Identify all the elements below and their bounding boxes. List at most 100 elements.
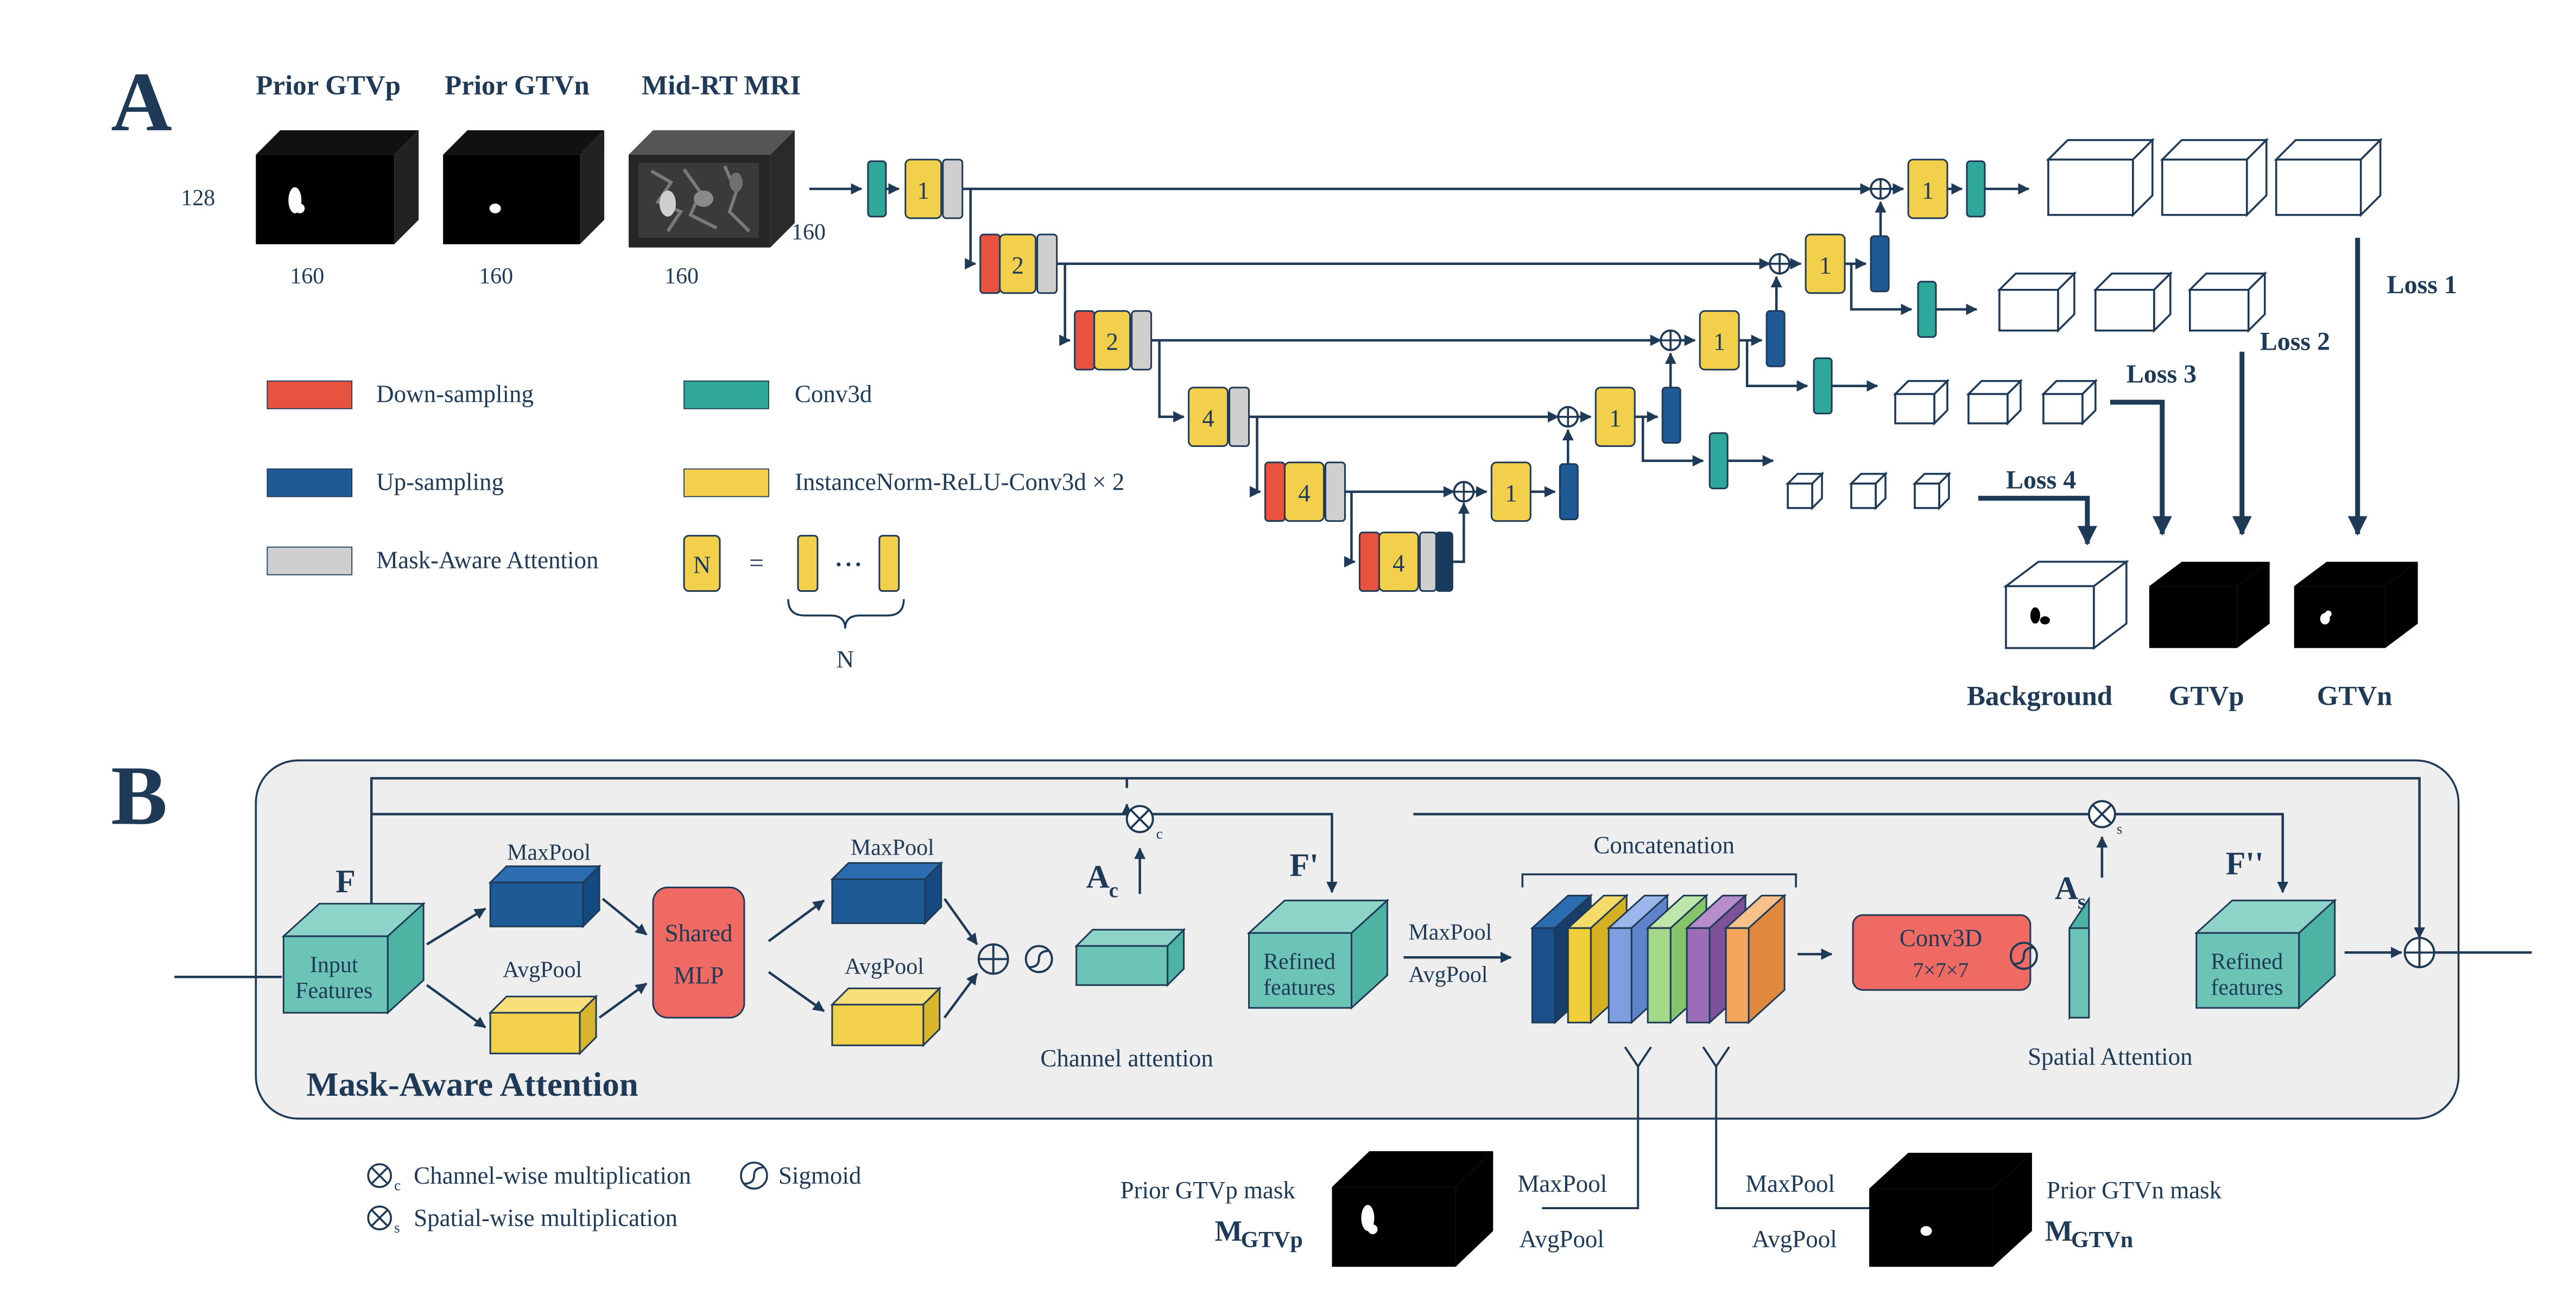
legend-upsampling-swatch [267, 468, 353, 497]
background-volume [2003, 559, 2130, 650]
enc4-attention [1229, 387, 1250, 447]
legend-attention: Mask-Aware Attention [376, 547, 598, 574]
gtvp-label: GTVp [2169, 681, 2244, 711]
dec5-label: 1 [1505, 480, 1517, 507]
enc3-downsample [1074, 310, 1096, 371]
avgpool-cube-2 [830, 986, 942, 1047]
f-label: F [336, 863, 356, 899]
ac-label: A [1086, 858, 1110, 894]
legend-conv3d: Conv3d [795, 381, 872, 408]
mid-rt-mri-volume [629, 130, 795, 248]
spatial-mult-subscript: s [2117, 820, 2123, 837]
maxpool-label-gtvp: MaxPool [1517, 1170, 1607, 1197]
out2-conv3d [1917, 281, 1937, 338]
legend-downsampling: Down-sampling [376, 381, 534, 408]
gtvn-mask-connector [1702, 1046, 1870, 1210]
conv3d-block [867, 160, 887, 218]
enc2-downsample [979, 233, 1001, 294]
bottleneck-downsample [1358, 532, 1380, 592]
channel-attention-cube [1074, 927, 1186, 987]
output-cubes-level2 [1997, 271, 2268, 333]
legend-sigmoid: Sigmoid [779, 1162, 861, 1189]
avgpool-label-gtvp: AvgPool [1519, 1225, 1604, 1253]
enc2-block [999, 233, 1037, 294]
legend-conv3d-swatch [683, 380, 769, 409]
skip-connections [962, 183, 1872, 498]
prior-gtvp-mask-volume [1332, 1151, 1493, 1267]
legend-s-subscript: s [394, 1220, 400, 1236]
m-gtvn-label: M [2045, 1215, 2073, 1247]
sigmoid-icon [1024, 945, 1053, 974]
f-double-prime-label: F'' [2226, 845, 2264, 881]
legend-channel-mult: Channel-wise multiplication [414, 1162, 691, 1189]
legend-c-subscript: c [394, 1177, 401, 1193]
bottleneck-upsample [1435, 532, 1453, 592]
prior-gtvn-title: Prior GTVn [445, 71, 590, 101]
refined-features-cube-2 [2194, 898, 2337, 1010]
legend-attention-swatch [267, 546, 353, 576]
dec3-label: 1 [1713, 328, 1725, 356]
output-cubes-level1 [2046, 137, 2383, 218]
input-features-label-1: Input [310, 952, 358, 977]
enc4-block [1188, 387, 1229, 447]
gtvp-volume [2149, 561, 2270, 648]
refined-features-2-label-1: Refined [2211, 949, 2283, 974]
avgpool-label-1: AvgPool [503, 957, 582, 982]
panel-b: B Mask-Aware Attention Input Features F … [111, 748, 2532, 1267]
legend-spatial-mult: Spatial-wise multiplication [414, 1204, 678, 1231]
enc1-attention [942, 159, 964, 219]
dec2-upsample [1870, 235, 1890, 293]
enc2-label: 2 [1011, 252, 1023, 279]
refined-features-cube-1 [1246, 898, 1390, 1010]
gtvn-volume [2294, 561, 2418, 648]
enc3-attention [1131, 310, 1153, 371]
legend-brace [787, 599, 905, 629]
avgpool-label-2: AvgPool [845, 954, 924, 979]
output-cubes-level4 [1785, 471, 1952, 510]
prior-gtvp-mask-label: Prior GTVp mask [1121, 1177, 1296, 1204]
sigmoid-icon-2 [2010, 942, 2038, 970]
decoder: 1 1 1 1 [1452, 159, 2030, 563]
loss3-arrow [2110, 400, 2172, 536]
legend-n-brace-label: N [837, 646, 854, 673]
maxpool-cube-2 [830, 861, 944, 925]
loss1-label: Loss 1 [2387, 270, 2457, 299]
maxpool-label-gtvn: MaxPool [1745, 1170, 1835, 1197]
dec4-label: 1 [1609, 405, 1621, 432]
refined-features-1-label-2: features [1263, 975, 1336, 1000]
module-title: Mask-Aware Attention [306, 1065, 638, 1103]
panel-a-legend: Down-sampling Up-sampling Mask-Aware Att… [267, 381, 1124, 673]
maxpool-label-3: MaxPool [1408, 920, 1492, 945]
legend-n-block [683, 535, 721, 592]
enc5-block [1284, 462, 1325, 522]
concat-stack [1530, 893, 1787, 1025]
refined-features-1-label-1: Refined [1263, 949, 1336, 974]
dec2-label: 1 [1819, 252, 1831, 279]
m-gtvp-label: M [1215, 1215, 1243, 1247]
conv3d-kernel-label: 7×7×7 [1913, 958, 1969, 982]
legend-downsampling-swatch [267, 380, 353, 409]
dim-160-mri: 160 [664, 264, 699, 289]
out1-conv3d [1966, 160, 1986, 218]
avgpool-cube-1 [488, 994, 598, 1056]
refined-features-2-label-2: features [2211, 975, 2283, 1000]
legend-instnorm: InstanceNorm-ReLU-Conv3d × 2 [795, 469, 1124, 496]
conv3d-777-box [1852, 914, 2031, 991]
spatial-attention-label: Spatial Attention [2028, 1043, 2193, 1070]
panel-a: A Prior GTVp Prior GTVn Mid-RT MRI [111, 55, 2457, 712]
legend-instnorm-swatch [683, 468, 769, 497]
spatial-attention-slab [2068, 896, 2090, 1021]
spatial-mult-legend-icon [367, 1205, 392, 1230]
gtvn-label: GTVn [2317, 681, 2393, 711]
avgpool-label-gtvn: AvgPool [1752, 1225, 1837, 1253]
encoder: 1 2 2 4 4 4 [867, 159, 1453, 592]
enc5-downsample [1264, 462, 1286, 522]
loss3-label: Loss 3 [2126, 360, 2197, 389]
to-refined-arrow [1153, 813, 1338, 893]
dec1-label: 1 [1922, 177, 1934, 204]
f-prime-label: F' [1289, 847, 1318, 883]
enc3-block [1093, 310, 1131, 371]
enc3-label: 2 [1106, 328, 1118, 356]
ac-subscript: c [1109, 879, 1118, 902]
legend-upsampling: Up-sampling [376, 469, 504, 496]
